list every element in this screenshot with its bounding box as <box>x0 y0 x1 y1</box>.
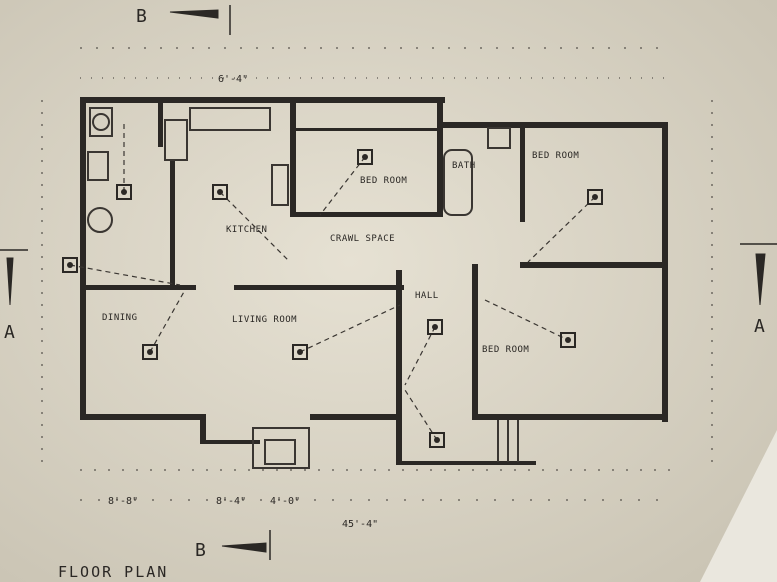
ceiling-lights <box>62 149 603 448</box>
drawing-title: FLOOR PLAN <box>58 563 168 581</box>
dimension-2: 8'-4" <box>216 496 246 507</box>
room-label-bed-room-3: BED ROOM <box>482 345 529 355</box>
section-arrow-icon <box>169 9 219 19</box>
room-label-dining: DINING <box>102 313 138 323</box>
section-mark-left: A <box>4 322 15 343</box>
section-mark-right: A <box>754 316 765 337</box>
room-label-hall: HALL <box>415 291 439 301</box>
dimension-overall: 45'-4" <box>342 519 378 530</box>
section-arrow-icon <box>6 257 14 306</box>
light-fixture-icon <box>560 332 576 348</box>
section-arrow-icon <box>221 542 267 553</box>
section-markers <box>0 5 777 560</box>
paper-fold <box>700 430 777 582</box>
light-fixture-icon <box>212 184 228 200</box>
room-label-living-room: LIVING ROOM <box>232 315 297 325</box>
light-fixture-icon <box>292 344 308 360</box>
section-mark-top: B <box>136 6 147 27</box>
dimension-top-left: 6'-4" <box>218 74 248 85</box>
room-label-bed-room-2: BED ROOM <box>532 151 579 161</box>
room-label-bath: BATH <box>452 161 476 171</box>
section-mark-bottom: B <box>195 540 206 561</box>
light-fixture-icon <box>357 149 373 165</box>
room-label-bed-room-1: BED ROOM <box>360 176 407 186</box>
dimension-3: 4'-0" <box>270 496 300 507</box>
room-label-crawl-space: CRAWL SPACE <box>330 234 395 244</box>
dimension-lines <box>41 47 713 501</box>
section-arrow-icon <box>755 253 766 306</box>
fixtures <box>87 107 519 469</box>
light-fixture-icon <box>142 344 158 360</box>
light-fixture-icon <box>427 319 443 335</box>
light-fixture-icon <box>587 189 603 205</box>
light-fixture-icon <box>429 432 445 448</box>
walls <box>80 97 668 465</box>
room-label-kitchen: KITCHEN <box>226 225 267 235</box>
light-fixture-icon <box>116 184 132 200</box>
electrical-wiring <box>69 120 596 441</box>
light-fixture-icon <box>62 257 78 273</box>
dimension-1: 8'-8" <box>108 496 138 507</box>
